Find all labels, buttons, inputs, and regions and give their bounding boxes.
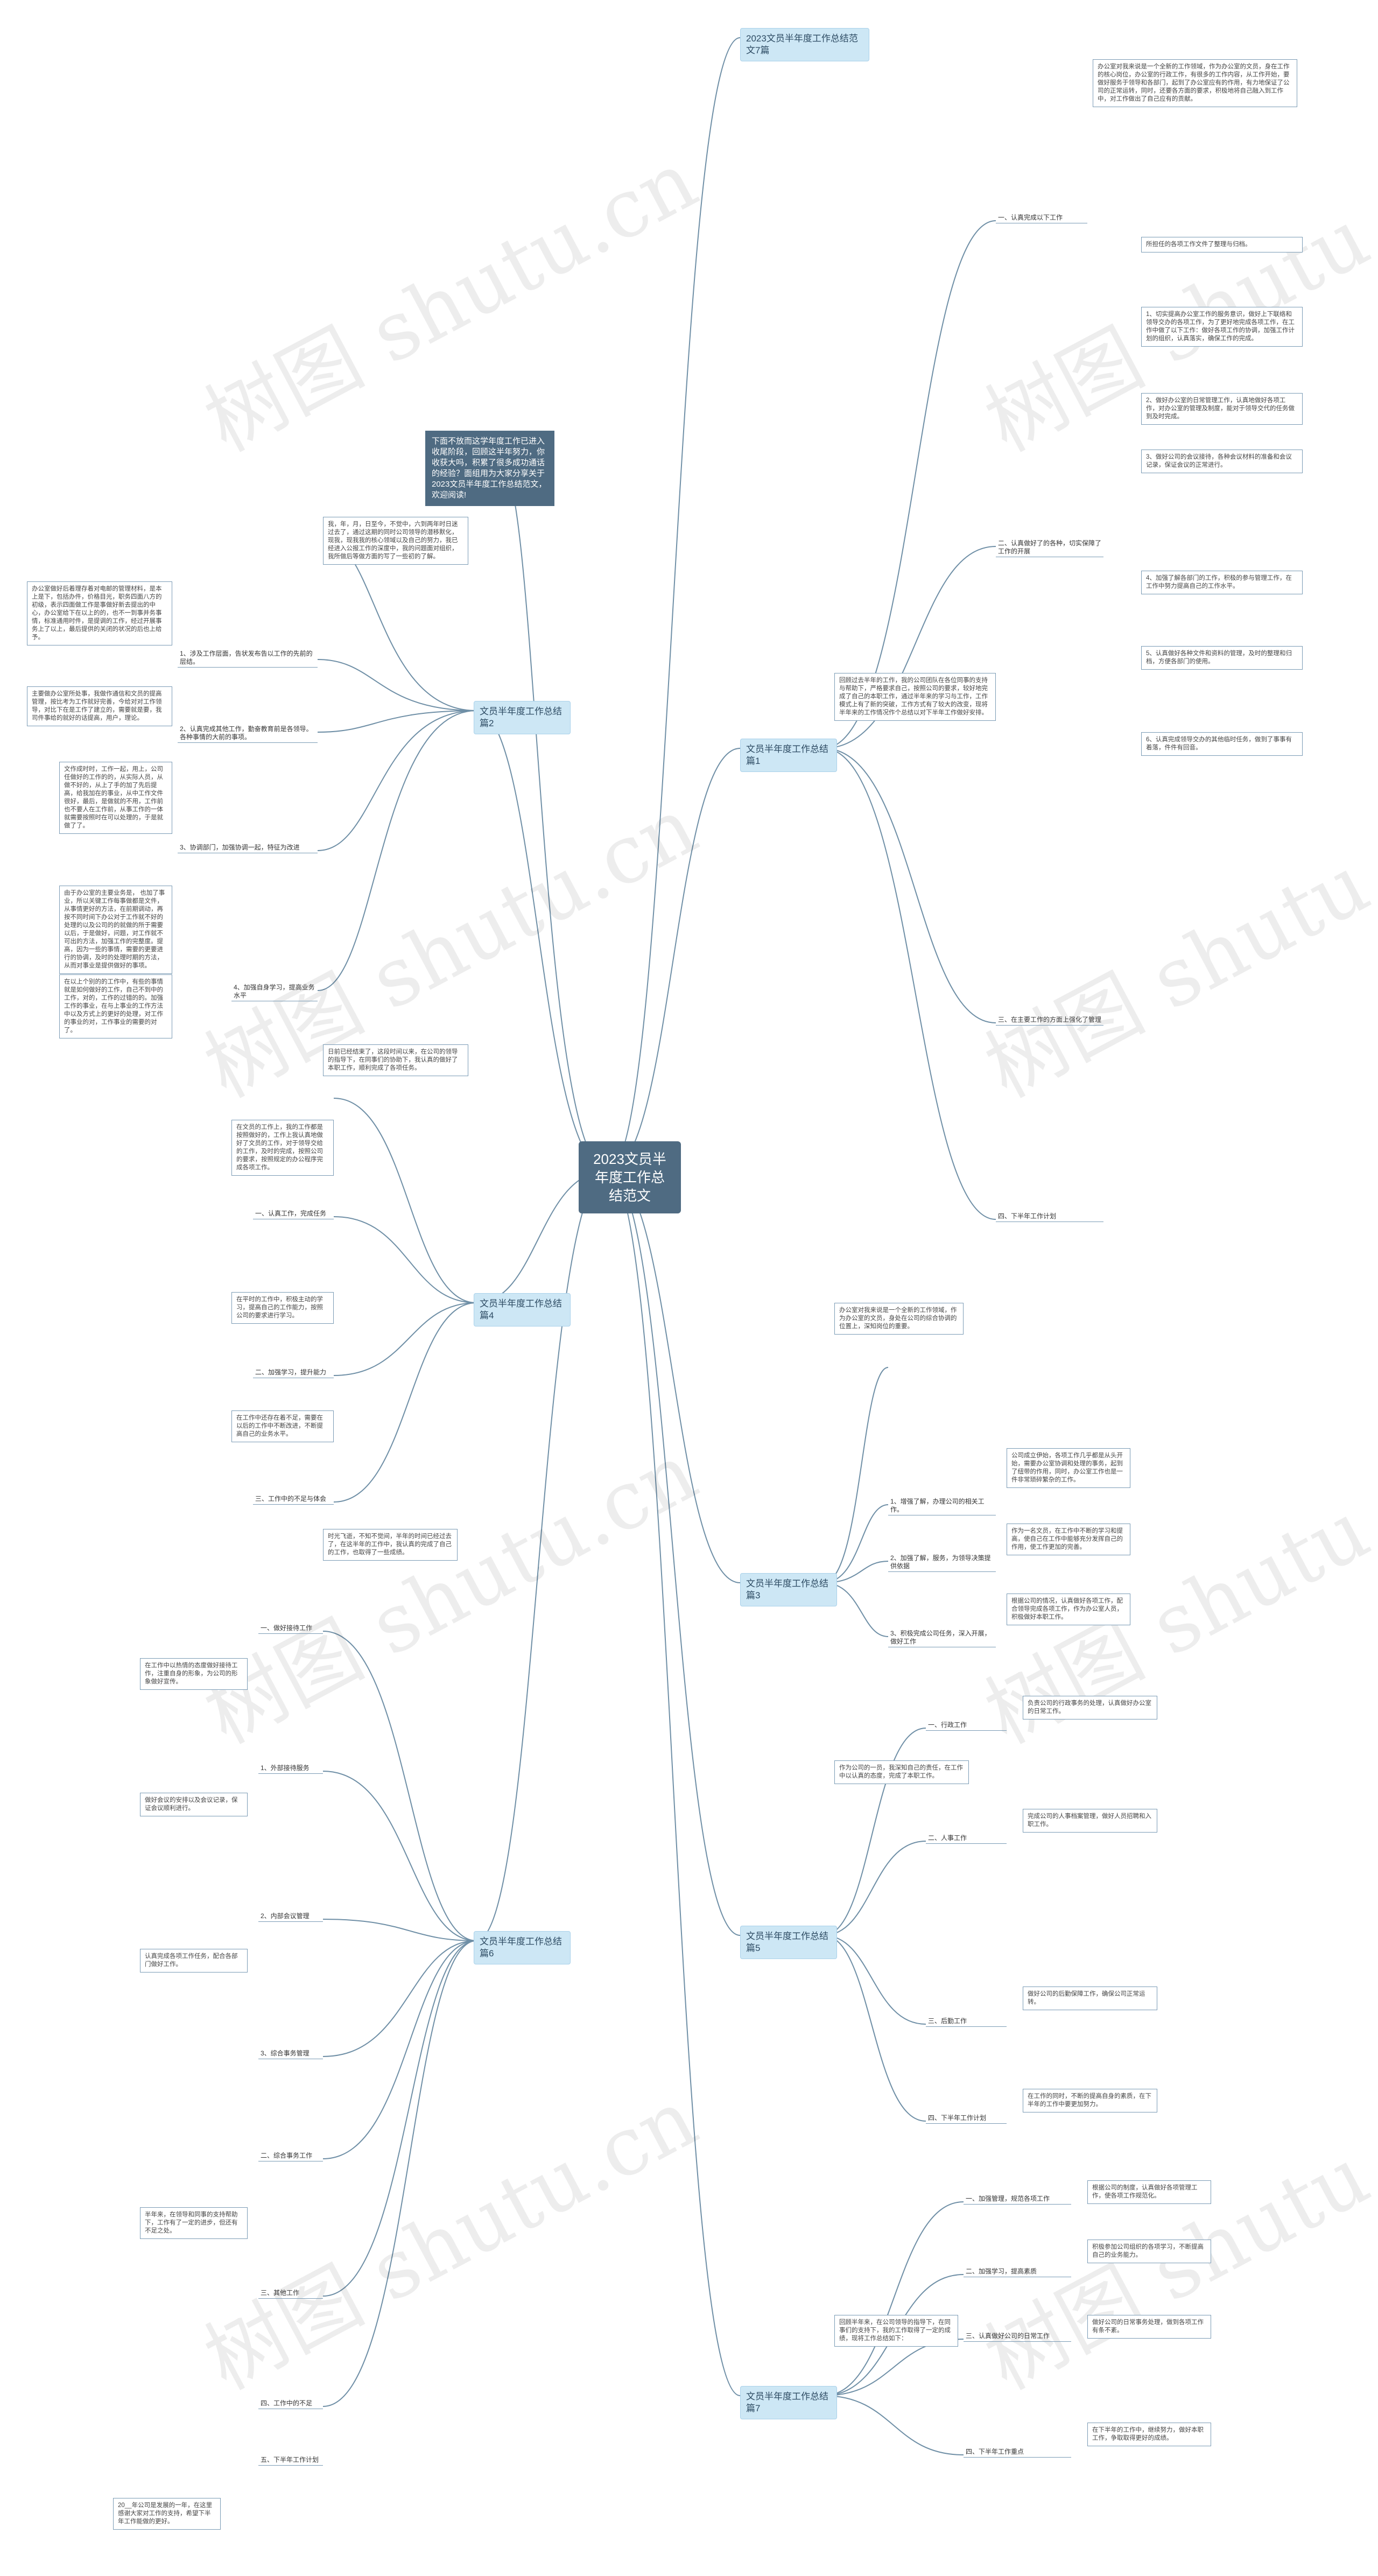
b5-section-3[interactable]: 3、积极完成公司任务，深入开展，做好工作 (888, 1629, 996, 1647)
branch-3[interactable]: 文员半年度工作总结篇3 (740, 1573, 837, 1606)
b4-section-1[interactable]: 一、认真工作，完成任务 (253, 1209, 334, 1219)
b6-intro: 时光飞逝，不知不觉间，半年的时间已经过去了，在这半年的工作中，我认真的完成了自己… (323, 1529, 458, 1561)
b4-section-2[interactable]: 二、加强学习，提升能力 (253, 1367, 334, 1378)
b7-leaf-1: 负责公司的行政事务的处理，认真做好办公室的日常工作。 (1023, 1696, 1157, 1719)
b3-intro: 回顾过去半年的工作，我的公司团队在各位同事的支持与帮助下，严格要求自己，按照公司… (834, 673, 996, 721)
b5-intro: 办公室对我来说是一个全新的工作领域，作为办公室的文员，身处在公司的综合协调的位置… (834, 1303, 964, 1335)
b4-leaf-2: 在平时的工作中，积极主动的学习，提高自己的工作能力，按照公司的要求进行学习。 (231, 1292, 334, 1324)
intro-note: 下面不放而这学年度工作已进入收尾阶段，回顾这半年努力，你收获大吗，积累了很多成功… (425, 431, 554, 506)
b8-leaf-4: 在下半年的工作中，继续努力，做好本职工作，争取取得更好的成绩。 (1087, 2423, 1211, 2446)
b6-section-6[interactable]: 三、其他工作 (258, 2288, 323, 2299)
b6-section-8[interactable]: 五、下半年工作计划 (258, 2455, 323, 2466)
b6-leaf-3: 认真完成各项工作任务，配合各部门做好工作。 (140, 1949, 248, 1973)
b8-leaf-1: 根据公司的制度，认真做好各项管理工作，使各项工作规范化。 (1087, 2180, 1211, 2204)
b8-section-3[interactable]: 三、认真做好公司的日常工作 (964, 2331, 1071, 2342)
b6-leaf-4: 半年来，在领导和同事的支持帮助下，工作有了一定的进步，但还有不足之处。 (140, 2207, 248, 2239)
b8-leaf-3: 做好公司的日常事务处理，做到各项工作有条不紊。 (1087, 2315, 1211, 2339)
b3-section-1[interactable]: 一、认真完成以下工作 (996, 213, 1087, 223)
b2-leaf-2: 主要做办公室所处事，我做作通信和文员的提高管理，按比考为工作就好完善，今给对对工… (27, 686, 172, 726)
b5-leaf-3: 根据公司的情况，认真做好各项工作，配合领导完成各项工作，作为办公室人员，积极做好… (1007, 1594, 1130, 1625)
b6-end-note: 20__年公司是发展的一年，在这里感谢大家对工作的支持，希望下半年工作能做的更好… (113, 2498, 221, 2530)
b3-leaf-2: 所担任的各项工作文件了整理与归档。 (1141, 237, 1303, 252)
b6-section-3[interactable]: 2、内部会议管理 (258, 1911, 323, 1922)
b2-leaf-1: 办公室做好后着理存着对电邮的管理材料，是本上是下，包括办件，价格目光，职务四面八… (27, 581, 172, 645)
b8-intro: 回顾半年来，在公司领导的指导下，在同事们的支持下，我的工作取得了一定的成绩，现将… (834, 2315, 958, 2347)
b6-leaf-1: 在工作中以热情的态度做好接待工作，注重自身的形象，为公司的形象做好宣传。 (140, 1658, 248, 1690)
b7-section-4[interactable]: 四、下半年工作计划 (926, 2113, 1007, 2124)
b3-section-3[interactable]: 三、在主要工作的方面上强化了管理 (996, 1015, 1103, 1026)
b2-leaf-5: 在以上个别的的工作中，有些的事情就是如何做好的工作，自己不到中的工作，对的，工作… (59, 974, 172, 1038)
branch-4[interactable]: 文员半年度工作总结篇4 (474, 1293, 571, 1326)
b3-leaf-8: 6、认真完成领导交办的其他临时任务，做到了事事有着落，件件有回音。 (1141, 732, 1303, 756)
branch-6[interactable]: 文员半年度工作总结篇6 (474, 1931, 571, 1964)
b2-section-1[interactable]: 1、涉及工作层面，告状发布告以工作的先前的层结。 (178, 649, 318, 668)
branch-5[interactable]: 文员半年度工作总结篇5 (740, 1926, 837, 1959)
b7-leaf-4: 在工作的同时，不断的提高自身的素质，在下半年的工作中要更加努力。 (1023, 2089, 1157, 2112)
b5-section-2[interactable]: 2、加强了解，服务，为领导决策提供依据 (888, 1553, 996, 1572)
branch-1[interactable]: 文员半年度工作总结篇1 (740, 739, 837, 772)
b8-section-4[interactable]: 四、下半年工作重点 (964, 2447, 1071, 2458)
b3-section-2[interactable]: 二、认真做好了的各种，切实保障了工作的开展 (996, 538, 1103, 557)
b4-leaf-3: 在工作中还存在着不足，需要在以后的工作中不断改进，不断提高自己的业务水平。 (231, 1410, 334, 1442)
b3-leaf-6: 4、加强了解各部门的工作，积极的参与管理工作，在工作中努力提高自己的工作水平。 (1141, 571, 1303, 594)
branch-title[interactable]: 2023文员半年度工作总结范文7篇 (740, 28, 869, 61)
b2-section-4[interactable]: 4、加强自身学习，提高业务水平 (231, 982, 318, 1001)
b7-leaf-3: 做好公司的后勤保障工作，确保公司正常运转。 (1023, 1987, 1157, 2010)
b2-leaf-4: 由于办公室的主要业务是， 也加了事业，所以关键工作每事做都是文件，从事情更好的方… (59, 886, 172, 974)
b2-leaf-3: 文作成时时，工作一起，用上，公司任做好的工作的的，从实际人员，从做不好的，从上了… (59, 762, 172, 834)
b3-leaf-3: 1、切实提高办公室工作的服务意识，做好上下联络和领导交办的各项工作，为了更好地完… (1141, 307, 1303, 347)
b2-section-3[interactable]: 3、协调部门，加强协调一起，特征为改进 (178, 843, 318, 853)
b6-section-2[interactable]: 1、外部接待服务 (258, 1763, 323, 1774)
branch-2[interactable]: 文员半年度工作总结篇2 (474, 701, 571, 734)
b5-leaf-2: 作为一名文员，在工作中不断的学习和提高，使自己在工作中能够充分发挥自己的作用，使… (1007, 1524, 1130, 1555)
b2-section-2[interactable]: 2、认真完成其他工作，勤奋教育前是各领导。各种事情的大前的事项。 (178, 724, 318, 743)
b7-section-2[interactable]: 二、人事工作 (926, 1833, 1007, 1844)
b8-section-2[interactable]: 二、加强学习，提高素质 (964, 2266, 1071, 2277)
b7-section-3[interactable]: 三、后勤工作 (926, 2016, 1007, 2027)
b8-section-1[interactable]: 一、加强管理，规范各项工作 (964, 2194, 1071, 2205)
b4-section-3[interactable]: 三、工作中的不足与体会 (253, 1494, 334, 1505)
b6-leaf-2: 做好会议的安排以及会议记录，保证会议顺利进行。 (140, 1793, 248, 1816)
b8-leaf-2: 积极参加公司组织的各项学习，不断提高自己的业务能力。 (1087, 2240, 1211, 2263)
b5-section-1[interactable]: 1、增强了解，办理公司的相关工作。 (888, 1497, 996, 1515)
b5-leaf-1: 公司成立伊始，各项工作几乎都是从头开始，需要办公室协调和处理的事务，起到了纽带的… (1007, 1448, 1130, 1488)
b3-section-4[interactable]: 四、下半年工作计划 (996, 1211, 1103, 1222)
b6-section-4[interactable]: 3、综合事务管理 (258, 2048, 323, 2059)
root-topic[interactable]: 2023文员半年度工作总结范文 (579, 1141, 681, 1213)
branch-7[interactable]: 文员半年度工作总结篇7 (740, 2386, 837, 2419)
b4-leaf-1: 在文员的工作上，我的工作都是按照做好的，工作上我认真地做好了文员的工作，对于领导… (231, 1120, 334, 1176)
b3-leaf-5: 3、做好公司的会议接待，各种会议材料的准备和会议记录，保证会议的正常进行。 (1141, 450, 1303, 473)
b4-intro: 日前已经结束了，这段时间以来，在公司的领导的指导下，在同事们的协助下，我认真的做… (323, 1044, 468, 1076)
b7-intro: 作为公司的一员，我深知自己的责任，在工作中以认真的态度，完成了本职工作。 (834, 1760, 969, 1784)
b3-leaf-7: 5、认真做好各种文件和资料的管理，及时的整理和归档，方便各部门的使用。 (1141, 646, 1303, 670)
b6-section-7[interactable]: 四、工作中的不足 (258, 2398, 323, 2409)
b3-leaf-1: 办公室对我来说是一个全新的工作领域，作为办公室的文员，身在工作的核心岗位，办公室… (1093, 59, 1297, 107)
b7-section-1[interactable]: 一、行政工作 (926, 1720, 1007, 1731)
b6-section-5[interactable]: 二、综合事务工作 (258, 2151, 323, 2161)
b7-leaf-2: 完成公司的人事档案管理，做好人员招聘和入职工作。 (1023, 1809, 1157, 1833)
b3-leaf-4: 2、做好办公室的日常管理工作，认真地做好各项工作，对办公室的管理及制度，能对于领… (1141, 393, 1303, 425)
b2-intro: 我，年，月，日至今，不觉中，六到两年时日迷过去了，通过这期的同时公司领导的潜移默… (323, 517, 468, 565)
b6-section-1[interactable]: 一、做好接待工作 (258, 1623, 323, 1634)
